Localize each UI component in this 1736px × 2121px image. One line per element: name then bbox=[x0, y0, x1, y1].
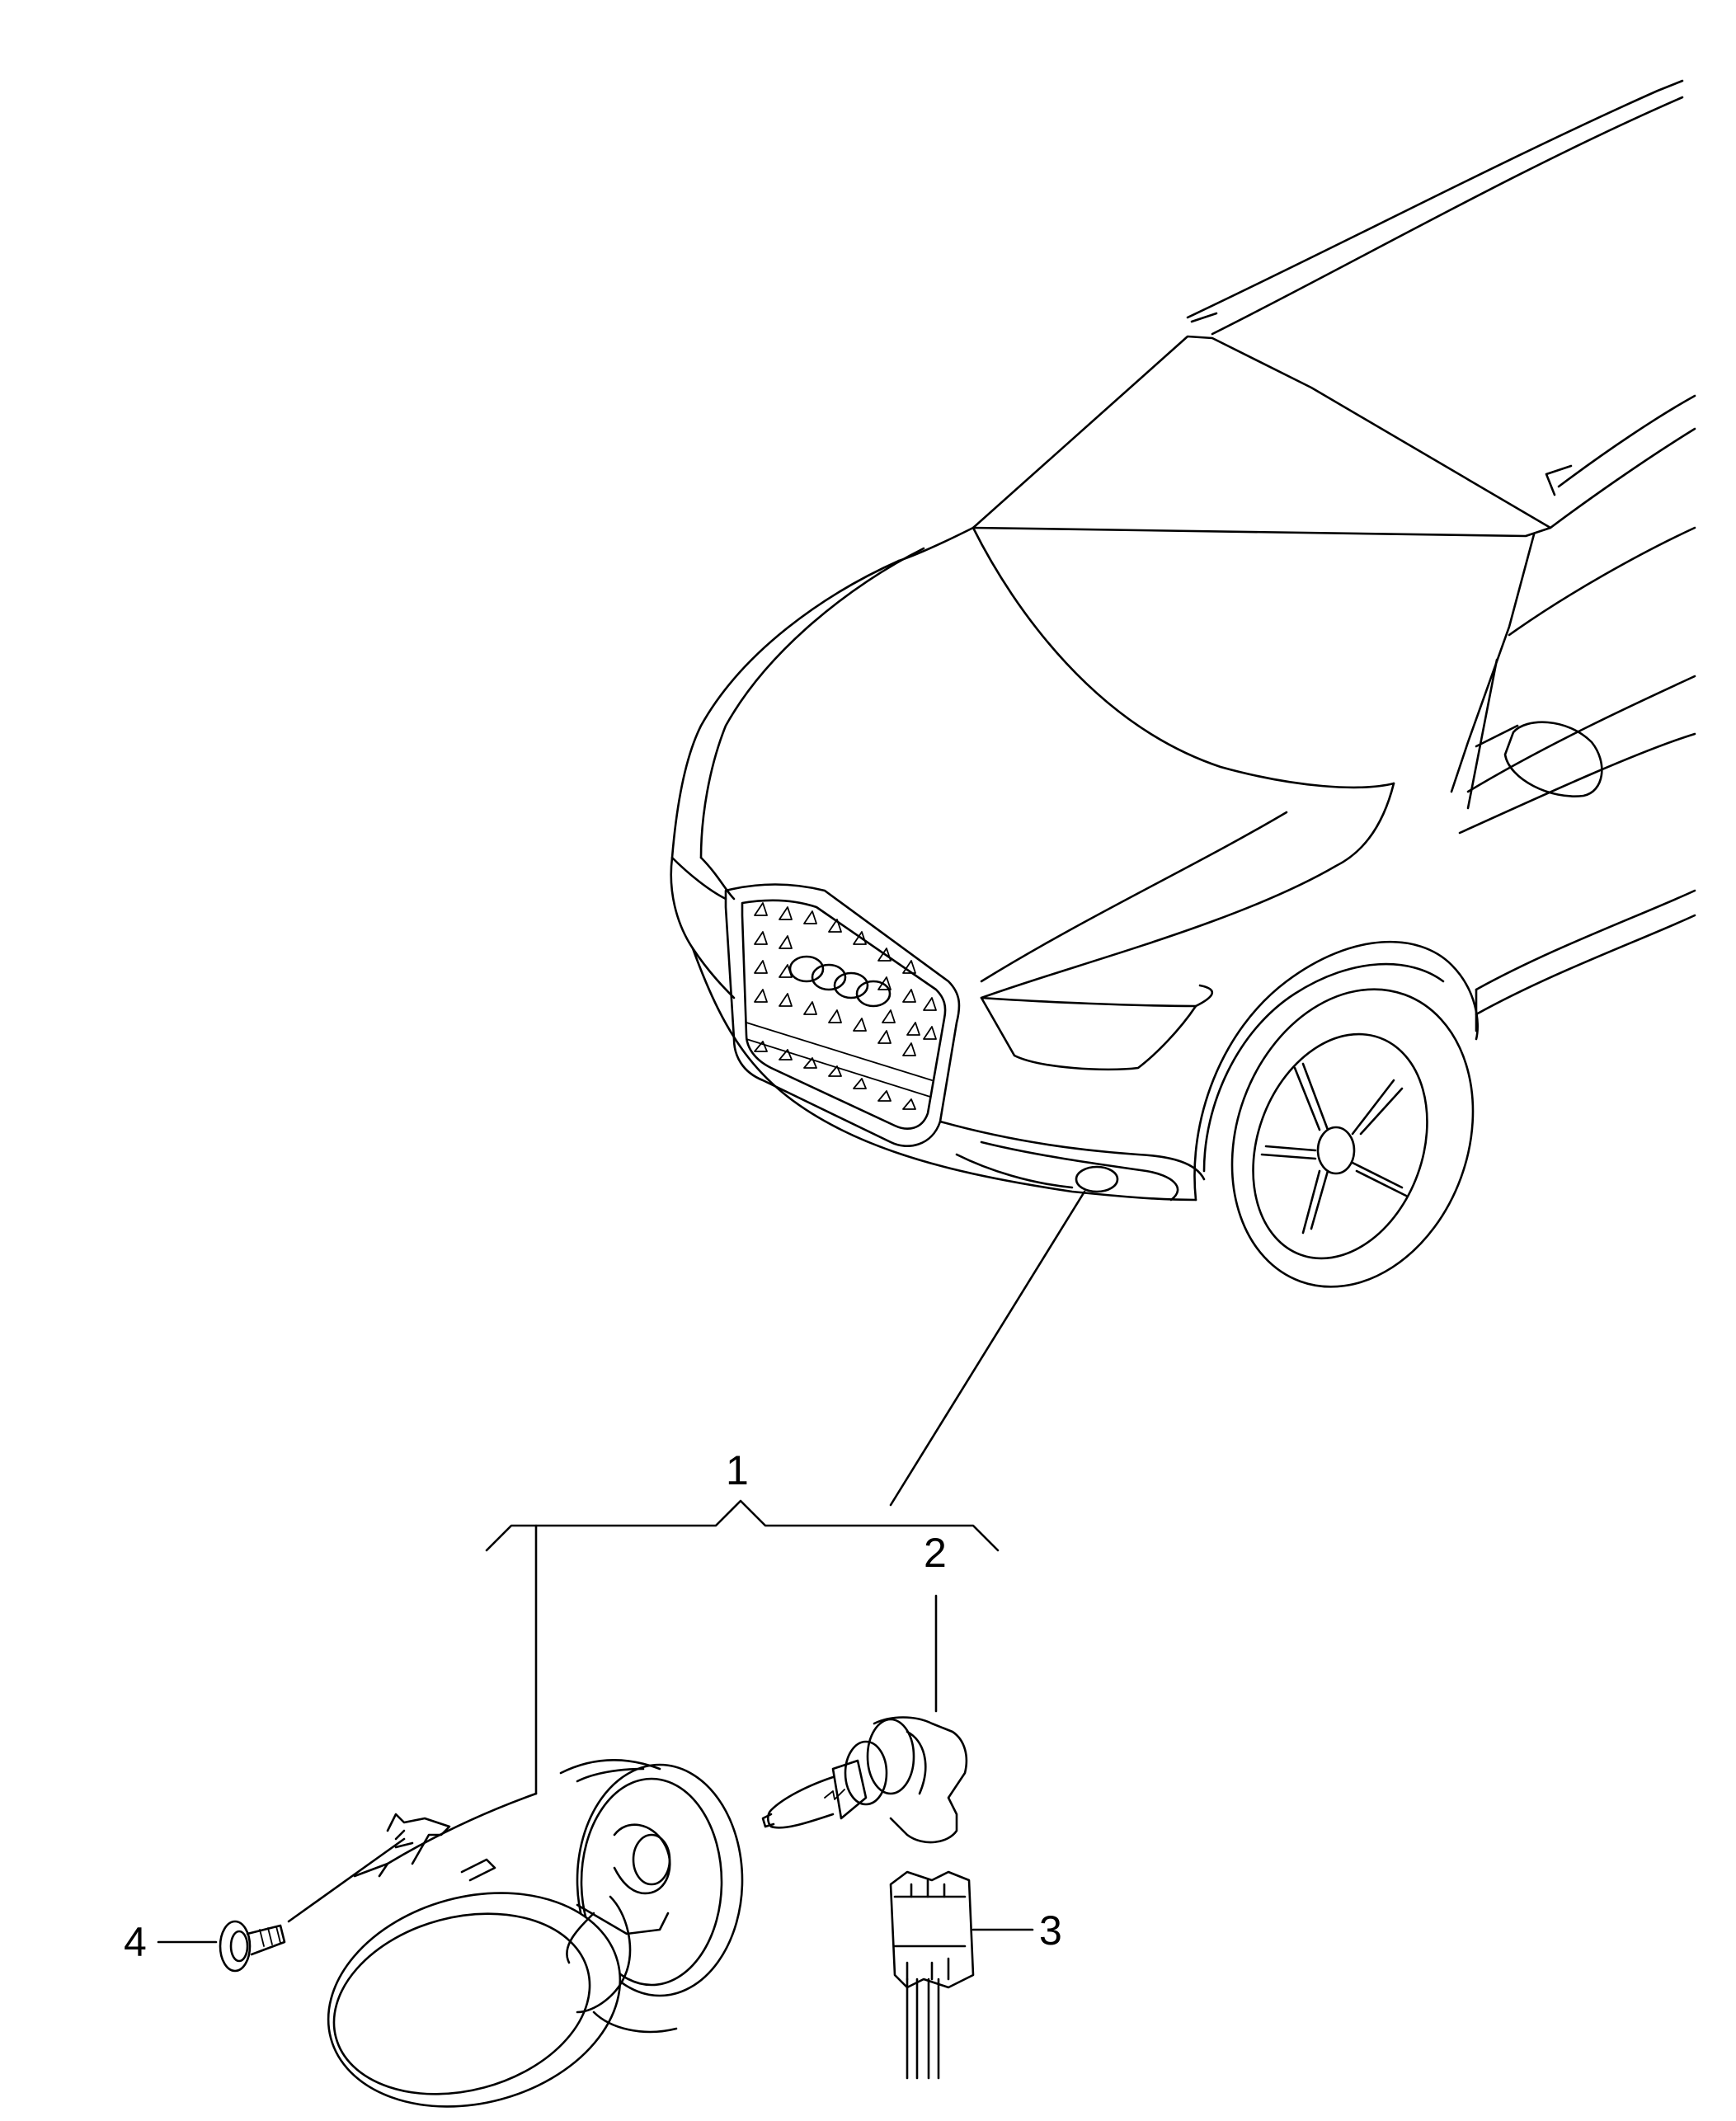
callout-1: 1 bbox=[726, 1447, 749, 1493]
callout-4: 4 bbox=[124, 1919, 147, 1965]
front-wheel bbox=[1230, 988, 1475, 1288]
callout-2: 2 bbox=[924, 1530, 947, 1576]
audi-rings-logo bbox=[788, 955, 892, 1008]
fog-lamp bbox=[287, 1759, 744, 2108]
bulb bbox=[761, 1716, 968, 1844]
fog-light-location-marker bbox=[1075, 1165, 1119, 1193]
connector bbox=[889, 1870, 975, 2080]
callout-3: 3 bbox=[1039, 1907, 1062, 1954]
screw bbox=[219, 1920, 286, 1973]
leader-lines bbox=[157, 1190, 1086, 1944]
car-illustration bbox=[670, 79, 1696, 1288]
grille-mesh bbox=[754, 902, 937, 1110]
